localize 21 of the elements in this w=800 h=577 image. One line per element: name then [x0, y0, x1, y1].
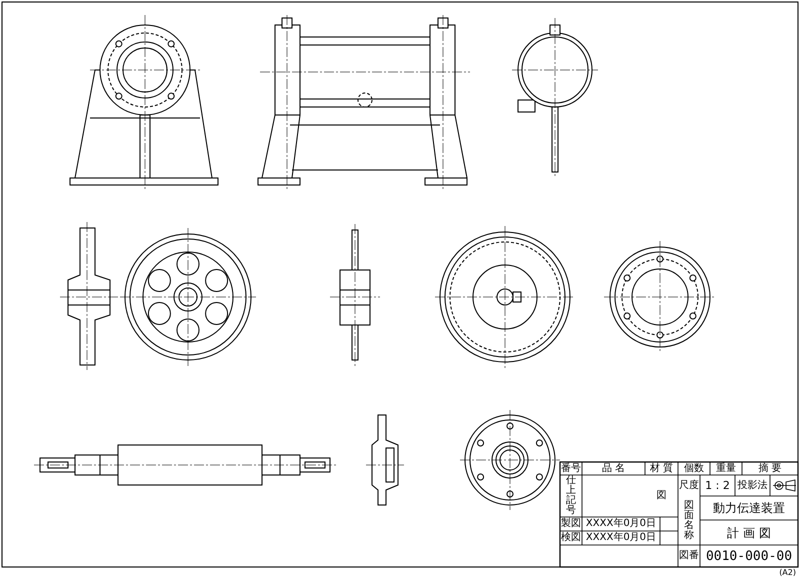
drawing-number: 0010-000-00: [706, 550, 792, 562]
drawing-title: 計 画 図: [727, 526, 771, 538]
header-text: 個数: [684, 464, 704, 474]
drawing-title: 動力伝達装置: [713, 502, 785, 514]
field-label: 検図: [561, 533, 581, 543]
field-label: 図面名称: [684, 500, 694, 540]
date-text: XXXX年0月0日: [586, 533, 656, 543]
header-text: 材 質: [650, 464, 674, 474]
cell-text: 図: [656, 491, 666, 501]
field-label: 図番: [679, 551, 699, 561]
field-label: 尺度: [679, 480, 699, 490]
header-text: 重量: [716, 464, 736, 474]
date-text: XXXX年0月0日: [586, 519, 656, 529]
header-text: 番号: [561, 464, 581, 474]
header-text: 摘 要: [758, 464, 782, 474]
sheet-size-text: (A2): [779, 568, 796, 576]
header-text: 品 名: [602, 464, 626, 474]
field-label: 投影法: [738, 480, 768, 490]
scale-value: 1 : 2: [705, 480, 730, 491]
field-label: 製図: [561, 519, 581, 529]
field-label: 仕上記号: [566, 476, 576, 516]
